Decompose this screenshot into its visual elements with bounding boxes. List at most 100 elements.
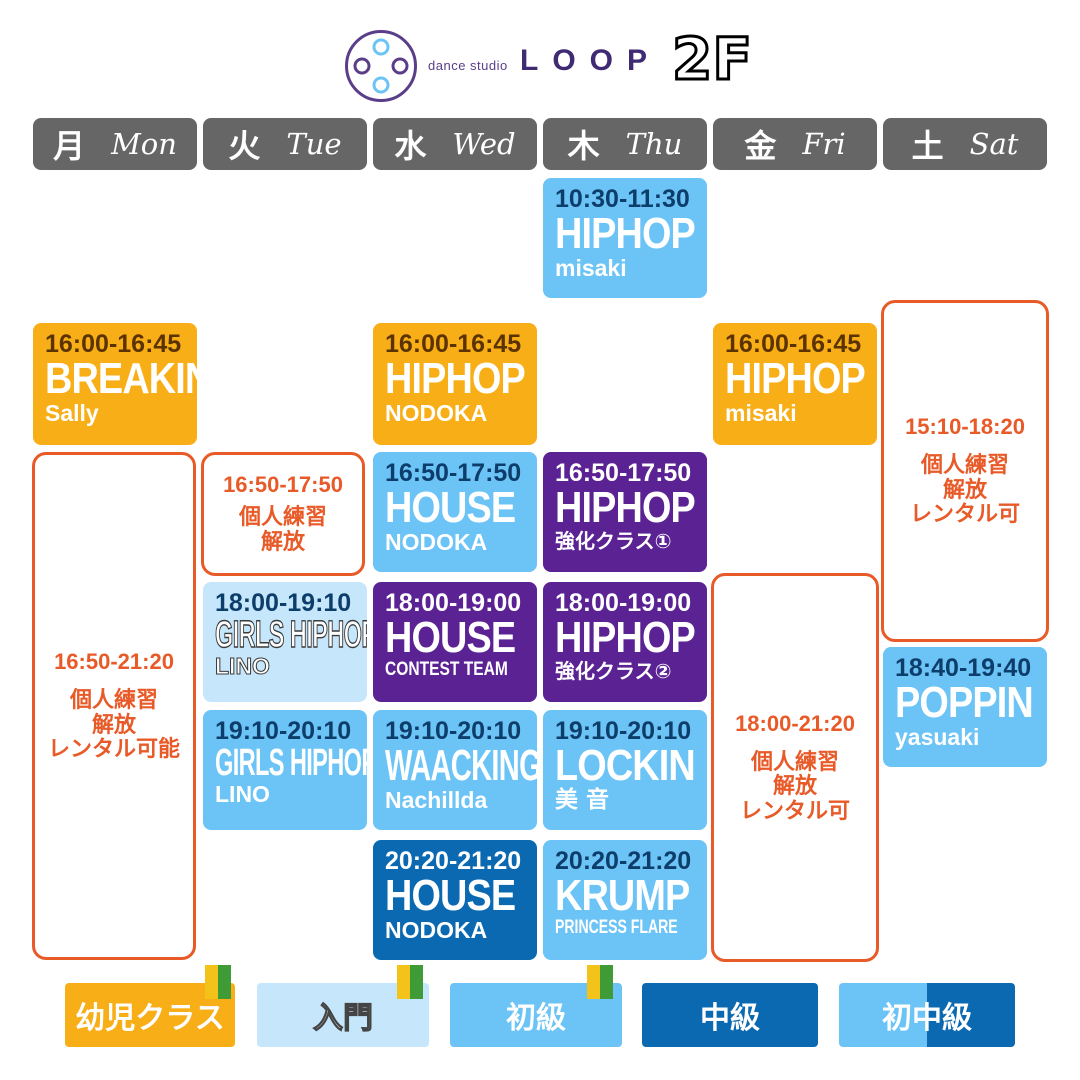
class-instructor: NODOKA <box>385 400 488 427</box>
beginner-leaf-icon <box>587 965 613 999</box>
class-instructor: PRINCESS FLARE <box>555 917 678 939</box>
class-time: 16:00-16:45 <box>385 330 522 358</box>
class-instructor: 美 音 <box>555 787 610 814</box>
day-kanji: 木 <box>567 127 600 165</box>
class-name: POPPIN <box>895 678 1034 728</box>
open-practice-fri[interactable]: 18:00-21:20 個人練習 解放 レンタル可 <box>711 573 879 962</box>
class-instructor: yasuaki <box>895 724 980 751</box>
class-name: HIPHOP <box>555 613 696 663</box>
class-name: KRUMP <box>555 871 690 921</box>
class-name: WAACKING <box>385 741 537 791</box>
class-name: GIRLS HIPHOP <box>215 614 367 657</box>
class-instructor: CONTEST TEAM <box>385 659 508 681</box>
legend-intermediate: 中級 <box>642 983 818 1047</box>
open-practice-sat[interactable]: 15:10-18:20 個人練習 解放 レンタル可 <box>881 300 1049 642</box>
open-practice-time: 18:00-21:20 <box>735 710 855 736</box>
class-block-wed-1650[interactable]: 16:50-17:50 HOUSE NODOKA <box>373 452 537 572</box>
class-time: 16:00-16:45 <box>725 330 862 358</box>
class-instructor: Sally <box>45 400 99 427</box>
day-english: Wed <box>452 127 516 161</box>
class-name: HOUSE <box>385 871 516 921</box>
class-block-wed-1800[interactable]: 18:00-19:00 HOUSE CONTEST TEAM <box>373 582 537 702</box>
day-kanji: 水 <box>394 127 427 165</box>
studio-subtitle: dance studio <box>428 58 508 73</box>
floor-label: 2F <box>671 25 754 93</box>
class-instructor: NODOKA <box>385 917 488 944</box>
class-name: HIPHOP <box>385 354 526 404</box>
class-block-thu-1800[interactable]: 18:00-19:00 HIPHOP 強化クラス② <box>543 582 707 702</box>
open-practice-desc: 個人練習 解放 <box>238 505 327 555</box>
beginner-leaf-icon <box>397 965 423 999</box>
day-english: Tue <box>286 127 342 161</box>
day-kanji: 金 <box>744 127 777 165</box>
class-time: 16:50-17:50 <box>555 459 692 487</box>
class-block-wed-1910[interactable]: 19:10-20:10 WAACKING Nachillda <box>373 710 537 830</box>
open-practice-time: 15:10-18:20 <box>905 414 1025 440</box>
legend-label: 初級 <box>506 1001 566 1036</box>
legend-intro: 入門 <box>257 983 429 1047</box>
class-block-thu-2020[interactable]: 20:20-21:20 KRUMP PRINCESS FLARE <box>543 840 707 960</box>
day-kanji: 月 <box>53 127 86 165</box>
legend-label: 初中級 <box>882 1001 972 1036</box>
class-time: 19:10-20:10 <box>215 717 352 745</box>
day-header-sat: 土 Sat <box>883 118 1047 170</box>
legend-label: 幼児クラス <box>75 1001 225 1036</box>
class-name: GIRLS HIPHOP <box>215 742 367 785</box>
class-instructor: LINO <box>215 653 271 680</box>
class-time: 18:00-19:00 <box>555 589 692 617</box>
day-english: Fri <box>802 127 846 161</box>
class-time: 18:00-19:00 <box>385 589 522 617</box>
beginner-leaf-icon <box>205 965 231 999</box>
class-block-wed-1600[interactable]: 16:00-16:45 HIPHOP NODOKA <box>373 323 537 445</box>
class-time: 10:30-11:30 <box>555 185 690 213</box>
class-time: 18:40-19:40 <box>895 654 1032 682</box>
legend-beginner: 初級 <box>450 983 622 1047</box>
day-header-fri: 金 Fri <box>713 118 877 170</box>
class-block-tue-1800[interactable]: 18:00-19:10 GIRLS HIPHOP LINO <box>203 582 367 702</box>
legend-beginner-intermediate: 初中級 <box>839 983 1015 1047</box>
day-header-thu: 木 Thu <box>543 118 707 170</box>
class-time: 19:10-20:10 <box>555 717 692 745</box>
class-name: LOCKIN <box>555 741 696 791</box>
class-block-mon-1600[interactable]: 16:00-16:45 BREAKIN' Sally <box>33 323 197 445</box>
class-name: BREAKIN' <box>45 354 197 404</box>
logo-loops-icon <box>353 38 409 94</box>
class-name: HIPHOP <box>555 209 696 259</box>
open-practice-time: 16:50-17:50 <box>223 472 343 498</box>
class-instructor: misaki <box>725 400 797 427</box>
class-block-sat-1840[interactable]: 18:40-19:40 POPPIN yasuaki <box>883 647 1047 767</box>
day-header-mon: 月 Mon <box>33 118 197 170</box>
class-time: 20:20-21:20 <box>385 847 522 875</box>
day-kanji: 土 <box>911 127 944 165</box>
class-level-note: 強化クラス① <box>555 529 672 554</box>
class-block-tue-1910[interactable]: 19:10-20:10 GIRLS HIPHOP LINO <box>203 710 367 830</box>
legend-label: 中級 <box>700 1001 760 1036</box>
day-header-wed: 水 Wed <box>373 118 537 170</box>
studio-name: LOOP <box>520 44 662 77</box>
class-name: HIPHOP <box>725 354 866 404</box>
class-block-thu-1030[interactable]: 10:30-11:30 HIPHOP misaki <box>543 178 707 298</box>
class-instructor: misaki <box>555 255 627 282</box>
class-time: 16:00-16:45 <box>45 330 182 358</box>
legend-label: 入門 <box>312 1000 373 1036</box>
day-english: Sat <box>969 127 1019 161</box>
open-practice-desc: 個人練習 解放 レンタル可能 <box>47 688 180 763</box>
open-practice-time: 16:50-21:20 <box>54 649 174 675</box>
class-level-note: 強化クラス② <box>555 659 672 684</box>
class-instructor: NODOKA <box>385 529 488 556</box>
class-time: 16:50-17:50 <box>385 459 522 487</box>
day-header-tue: 火 Tue <box>203 118 367 170</box>
open-practice-desc: 個人練習 解放 レンタル可 <box>739 749 850 824</box>
class-instructor: Nachillda <box>385 787 488 814</box>
class-time: 19:10-20:10 <box>385 717 522 745</box>
class-block-thu-1650[interactable]: 16:50-17:50 HIPHOP 強化クラス① <box>543 452 707 572</box>
class-block-fri-1600[interactable]: 16:00-16:45 HIPHOP misaki <box>713 323 877 445</box>
open-practice-tue[interactable]: 16:50-17:50 個人練習 解放 <box>201 452 365 576</box>
open-practice-mon[interactable]: 16:50-21:20 個人練習 解放 レンタル可能 <box>32 452 196 960</box>
class-name: HOUSE <box>385 483 516 533</box>
day-english: Thu <box>625 127 683 161</box>
class-block-wed-2020[interactable]: 20:20-21:20 HOUSE NODOKA <box>373 840 537 960</box>
studio-logo <box>345 30 417 102</box>
class-block-thu-1910[interactable]: 19:10-20:10 LOCKIN 美 音 <box>543 710 707 830</box>
open-practice-desc: 個人練習 解放 レンタル可 <box>909 453 1020 528</box>
